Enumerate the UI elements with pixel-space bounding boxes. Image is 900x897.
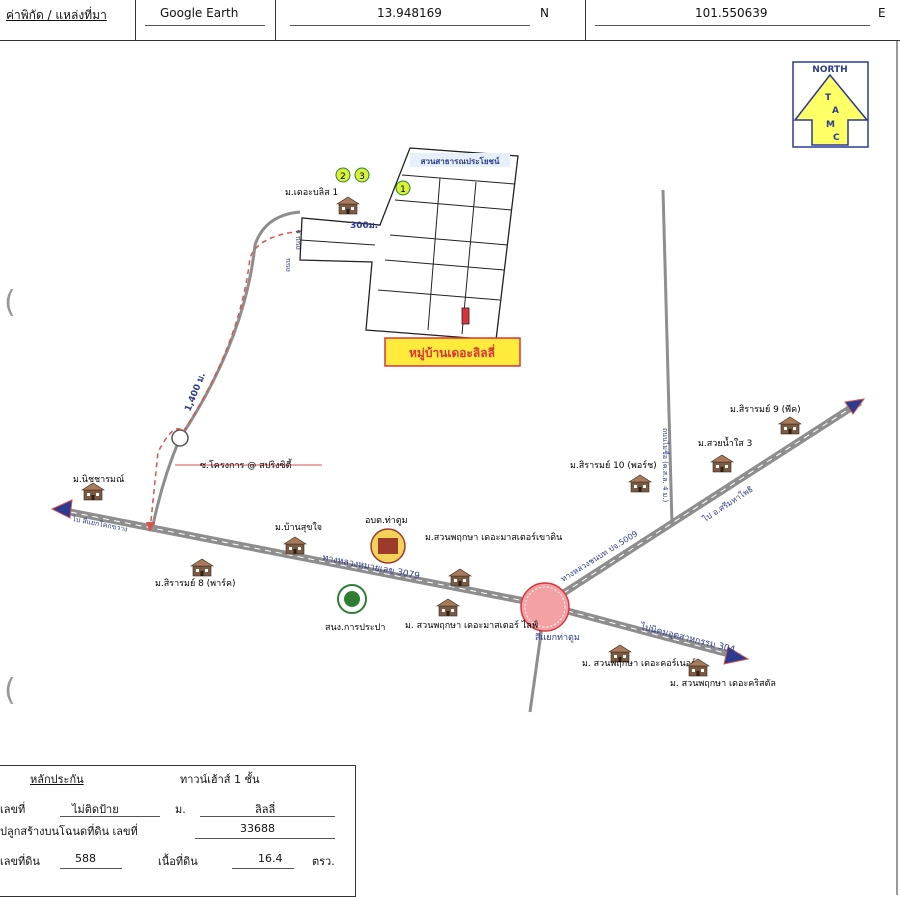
header-label: ค่าพิกัด / แหล่งที่มา bbox=[6, 8, 107, 22]
village-block bbox=[299, 147, 519, 341]
road-kls-label: ถนนไม่ชื่อ (ค.ส.ล. 4 ม.) bbox=[661, 428, 670, 503]
binder-mark: ( bbox=[4, 285, 16, 320]
place-label: ม.สวยน้ำใส 3 bbox=[698, 436, 752, 449]
coordinate-header: ค่าพิกัด / แหล่งที่มา Google Earth 13.94… bbox=[0, 0, 900, 41]
side-road-label: ถนน ๑ bbox=[294, 230, 302, 250]
area-label: เนื้อที่ดิน bbox=[158, 855, 198, 868]
house-icon bbox=[628, 474, 652, 493]
location-map: ( ( NORTH T A M C bbox=[4, 40, 898, 895]
route-node bbox=[171, 429, 189, 447]
house-icon bbox=[778, 416, 802, 435]
house-icon bbox=[81, 482, 105, 501]
park-label-bg bbox=[410, 153, 510, 167]
place-label: ม. สวนพฤกษา เดอะคอร์เนอร์ bbox=[582, 657, 696, 669]
north-letter: M bbox=[826, 120, 835, 130]
header-lon: 101.550639 bbox=[695, 6, 768, 20]
road-kls bbox=[661, 189, 674, 526]
village-prefix: ม. bbox=[175, 803, 186, 816]
highway-ne-center bbox=[544, 401, 861, 606]
header-lat-cell: 13.948169 N bbox=[275, 0, 586, 40]
plot-marker-2 bbox=[335, 167, 351, 183]
north-letter: T bbox=[825, 93, 832, 103]
place-label: ม. สวนพฤกษา เดอะมาสเตอร์ ไลฟ์ bbox=[405, 619, 538, 631]
plot-marker-3 bbox=[354, 167, 370, 183]
field-underline bbox=[60, 816, 160, 817]
plot-marker-1 bbox=[395, 180, 411, 196]
house-icon bbox=[190, 558, 214, 577]
village-sign bbox=[384, 337, 521, 367]
highway-3079-center bbox=[59, 509, 741, 658]
deed-value: 33688 bbox=[240, 822, 275, 835]
header-source: Google Earth bbox=[160, 6, 239, 20]
place-label: อบต.ท่าตูม bbox=[365, 516, 408, 526]
field-underline bbox=[195, 838, 335, 839]
place-label: ม.บ้านสุขใจ bbox=[275, 522, 322, 533]
header-label-cell: ค่าพิกัด / แหล่งที่มา bbox=[0, 0, 136, 40]
header-lon-cell: 101.550639 E bbox=[585, 0, 899, 40]
waterworks-logo-icon bbox=[337, 584, 367, 614]
to-east-label: ไปนิคมอุตสาหกรรม 304 bbox=[638, 621, 736, 655]
place-label: ม.นิชชารมณ์ bbox=[73, 473, 124, 485]
plot-marker-label: 3 bbox=[359, 172, 365, 182]
header-underline bbox=[145, 25, 265, 26]
header-lat: 13.948169 bbox=[377, 6, 442, 20]
field-underline bbox=[232, 868, 294, 869]
arrow-west bbox=[50, 499, 73, 519]
junction-pattern bbox=[524, 586, 566, 628]
north-letter: C bbox=[833, 133, 840, 143]
north-title: NORTH bbox=[812, 65, 847, 75]
place-label: สนง.การประปา bbox=[325, 623, 385, 633]
distance-300: 300ม. bbox=[350, 221, 378, 231]
header-lat-dir: N bbox=[540, 6, 549, 20]
north-letter: A bbox=[832, 106, 839, 116]
village-value: ลิลลี่ bbox=[255, 803, 276, 816]
route-arrow bbox=[146, 522, 155, 532]
arrow-east bbox=[723, 646, 750, 665]
distance-1400: 1,400 ม. bbox=[184, 371, 209, 413]
plot-marker-label: 1 bbox=[400, 185, 406, 195]
house-icon bbox=[448, 568, 472, 587]
house-icon bbox=[336, 196, 360, 215]
deed-label: ปลูกสร้างบนโฉนดที่ดิน เลขที่ bbox=[0, 825, 138, 838]
village-sign-text: หมู่บ้านเดอะลิลลี่ bbox=[409, 344, 495, 361]
house-type: ทาวน์เฮ้าส์ 1 ชั้น bbox=[180, 773, 260, 786]
soi-label: ซ.โครงการ @ สปริงซิตี้ bbox=[200, 458, 293, 471]
header-underline bbox=[595, 25, 870, 26]
plot-marker-label: 2 bbox=[340, 172, 346, 182]
arrow-northeast bbox=[844, 398, 866, 415]
field-underline bbox=[60, 868, 122, 869]
collateral-plot bbox=[461, 307, 470, 325]
house-no-label: เลขที่ bbox=[0, 803, 26, 816]
place-label: ม.สิรารมย์ 9 (พีค) bbox=[730, 403, 801, 415]
land-no-label: เลขที่ดิน bbox=[0, 855, 40, 868]
place-label: ม.สิรารมย์ 10 (พอร์ช) bbox=[570, 459, 657, 471]
north-badge: NORTH T A M C bbox=[792, 61, 869, 148]
header-underline bbox=[290, 25, 530, 26]
house-icon bbox=[710, 454, 734, 473]
binder-mark: ( bbox=[4, 673, 16, 708]
place-label: ม.สิรารมย์ 8 (พาร์ค) bbox=[155, 577, 236, 589]
park-label: สวนสาธารณประโยชน์ bbox=[421, 156, 500, 166]
legend-label: หลักประกัน bbox=[30, 773, 84, 786]
header-source-cell: Google Earth bbox=[135, 0, 276, 40]
house-icon bbox=[436, 598, 460, 617]
house-no-value: ไม่ติดป้าย bbox=[72, 803, 119, 816]
place-label: ม.เดอะบลิส 1 bbox=[285, 187, 338, 198]
area-unit: ตรว. bbox=[312, 855, 335, 868]
house-icon bbox=[283, 536, 307, 555]
road-soi bbox=[150, 437, 182, 531]
property-footer: หลักประกัน ทาวน์เฮ้าส์ 1 ชั้น เลขที่ ไม่… bbox=[0, 765, 356, 897]
header-lon-dir: E bbox=[878, 6, 886, 20]
road-to-village bbox=[178, 210, 301, 439]
tambon-logo-icon bbox=[370, 528, 406, 564]
place-label: ม.สวนพฤกษา เดอะมาสเตอร์เขาดิน bbox=[425, 531, 562, 543]
land-no-value: 588 bbox=[75, 852, 96, 865]
highway-5009-label: ทางหลวงชนบท ปจ.5009 bbox=[559, 529, 639, 584]
place-label: ม. สวนพฤกษา เดอะคริสตัล bbox=[670, 678, 776, 689]
area-value: 16.4 bbox=[258, 852, 283, 865]
junction-label: สี่แยกท่าตูม bbox=[535, 630, 580, 643]
junction-marker bbox=[520, 582, 570, 632]
field-underline bbox=[200, 816, 335, 817]
side-road-label: ถนน bbox=[284, 258, 292, 272]
